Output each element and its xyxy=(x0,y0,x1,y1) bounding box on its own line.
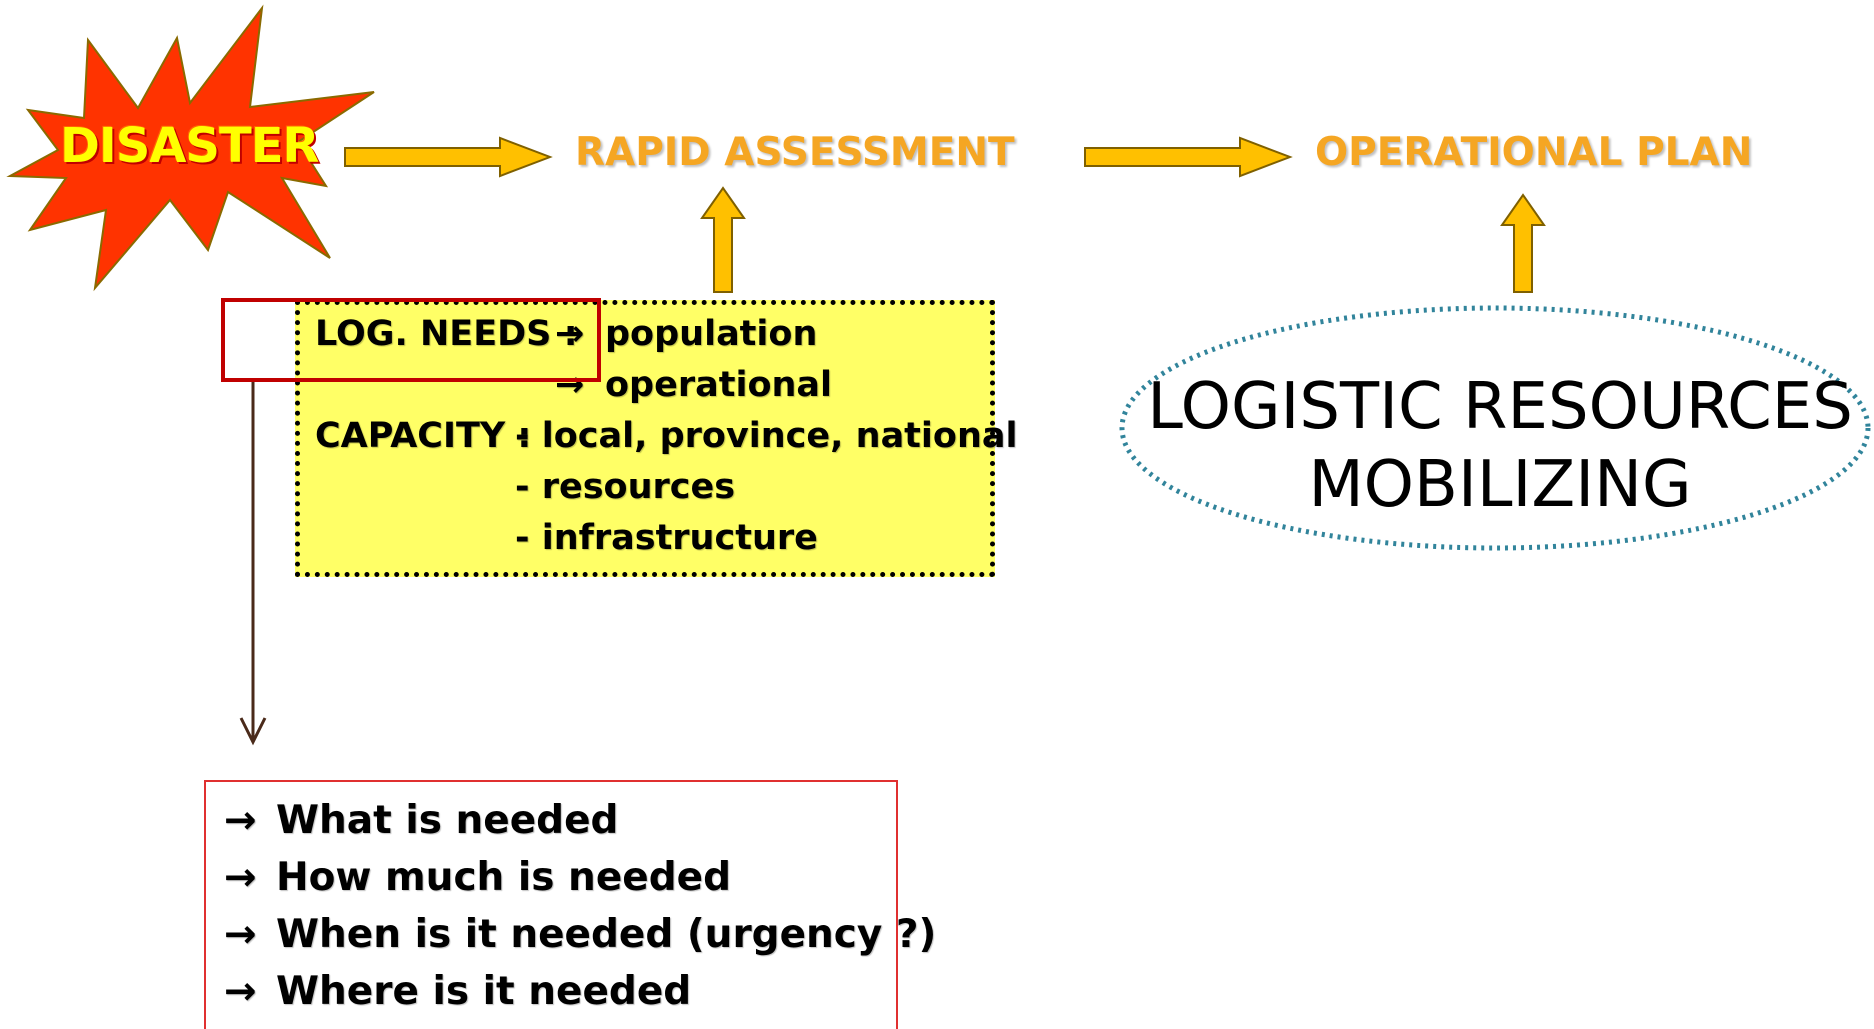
arrow-glyph: → xyxy=(224,912,257,957)
need-population: population xyxy=(605,314,818,354)
disaster-label: DISASTER xyxy=(60,118,319,174)
resources-ellipse xyxy=(1119,305,1871,551)
questions-box xyxy=(204,780,898,1029)
arrow-glyph: → xyxy=(224,798,257,843)
arrow-glyph: → xyxy=(555,365,585,405)
question-item: → How much is needed xyxy=(224,855,731,900)
arrow-glyph: → xyxy=(555,314,585,354)
capacity-item-levels: - local, province, national xyxy=(515,416,1018,456)
question-item: → Where is it needed xyxy=(224,969,691,1014)
question-item: → When is it needed (urgency ?) xyxy=(224,912,936,957)
capacity-item-resources: - resources xyxy=(515,467,736,507)
question-how-much: How much is needed xyxy=(276,855,732,900)
question-when: When is it needed (urgency ?) xyxy=(276,912,937,957)
resources-line-2: MOBILIZING xyxy=(1308,448,1692,522)
log-needs-highlight-frame xyxy=(221,298,601,382)
question-item: → What is needed xyxy=(224,798,618,843)
resources-line-1: LOGISTIC RESOURCES xyxy=(1147,370,1853,444)
needs-capacity-box xyxy=(295,300,995,577)
capacity-label: CAPACITY : xyxy=(315,416,532,456)
arrow-up-assessment xyxy=(700,186,746,293)
question-what: What is needed xyxy=(276,798,619,843)
question-where: Where is it needed xyxy=(276,969,692,1014)
capacity-item-infrastructure: - infrastructure xyxy=(515,518,818,558)
arrow-down-head xyxy=(239,717,267,746)
operational-plan-label: OPERATIONAL PLAN xyxy=(1315,130,1753,175)
arrow-to-assessment xyxy=(344,136,553,178)
resources-label: LOGISTIC RESOURCES MOBILIZING xyxy=(1120,368,1874,524)
need-operational: operational xyxy=(605,365,833,405)
disaster-burst-shape xyxy=(6,4,375,292)
log-needs-label: LOG. NEEDS : xyxy=(315,314,578,354)
arrow-glyph: → xyxy=(224,969,257,1014)
arrow-up-plan xyxy=(1500,193,1546,293)
arrow-glyph: → xyxy=(224,855,257,900)
arrow-to-plan xyxy=(1084,136,1293,178)
rapid-assessment-label: RAPID ASSESSMENT xyxy=(575,130,1015,175)
